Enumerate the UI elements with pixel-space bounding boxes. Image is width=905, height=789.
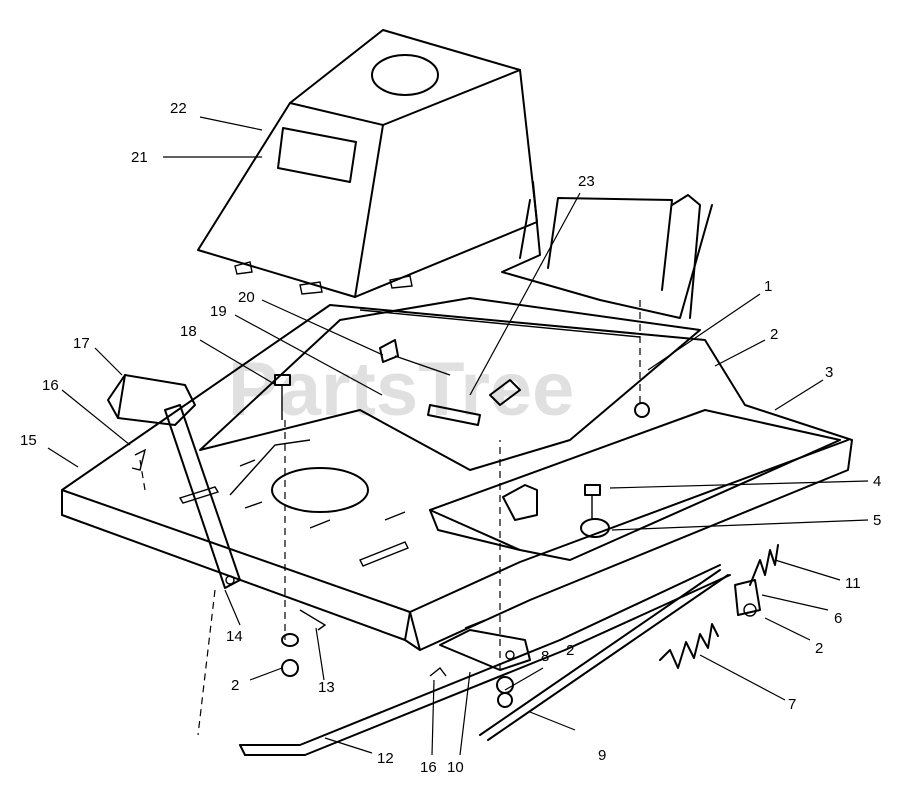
callout-21: 21: [131, 149, 148, 166]
fasteners: [274, 300, 650, 708]
callout-2-top: 2: [770, 326, 778, 343]
callout-5: 5: [873, 512, 881, 529]
callout-22: 22: [170, 100, 187, 117]
callout-2-mid: 2: [566, 642, 574, 659]
callout-17: 17: [73, 335, 90, 352]
callout-6: 6: [834, 610, 842, 627]
callout-labels: 22 21 23 1 20 2 19 17 18 3 16 15 4 5 11 …: [20, 100, 881, 776]
callout-16-bottom: 16: [420, 759, 437, 776]
pedal-assembly: [107, 374, 241, 589]
callout-7: 7: [788, 696, 796, 713]
main-frame: [61, 297, 853, 651]
callout-15: 15: [20, 432, 37, 449]
callout-19: 19: [210, 303, 227, 320]
seat-frame: [501, 181, 713, 319]
callout-3: 3: [825, 364, 833, 381]
callout-4: 4: [873, 473, 881, 490]
callout-8: 8: [541, 648, 549, 665]
callout-20: 20: [238, 289, 255, 306]
callout-13: 13: [318, 679, 335, 696]
leader-lines: [47, 116, 869, 756]
tank-cover: [197, 29, 538, 298]
callout-9: 9: [598, 747, 606, 764]
callout-23: 23: [578, 173, 595, 190]
callout-18: 18: [180, 323, 197, 340]
watermark: PartsTree: [228, 347, 574, 432]
rod-assembly: [197, 440, 731, 756]
callout-2-right: 2: [815, 640, 823, 657]
callout-10: 10: [447, 759, 464, 776]
callout-16-left: 16: [42, 377, 59, 394]
callout-1: 1: [764, 278, 772, 295]
callout-11: 11: [845, 575, 861, 592]
spring-assembly: [659, 544, 779, 669]
callout-12: 12: [377, 750, 394, 767]
callout-14: 14: [226, 628, 243, 645]
callout-2-left: 2: [231, 677, 239, 694]
